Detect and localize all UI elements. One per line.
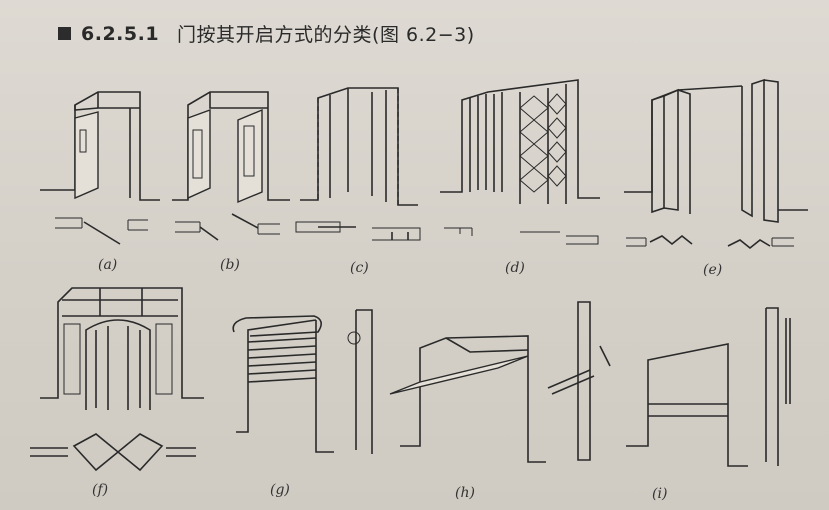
heading-bullet-icon [58,27,71,40]
caption-e: (e) [703,262,723,278]
door-b-drawing [172,91,290,241]
section-title: 门按其开启方式的分类(图 6.2−3) [177,24,475,46]
door-f-drawing [30,287,204,472]
caption-g: (g) [270,482,290,498]
door-h-drawing [389,335,546,463]
door-g-drawing [232,309,373,454]
caption-h: (h) [455,485,475,501]
section-number: 6.2.5.1 [81,22,160,45]
door-a-drawing [40,91,160,245]
caption-b: (b) [220,257,240,273]
door-c-drawing [295,87,421,241]
caption-i: (i) [652,486,668,502]
caption-d: (d) [505,260,525,276]
section-heading: 6.2.5.1 门按其开启方式的分类(图 6.2−3) [58,20,475,47]
door-e-drawing [624,78,808,250]
caption-a: (a) [98,257,118,273]
door-i-drawing [547,301,791,467]
caption-c: (c) [350,260,369,276]
door-d-drawing [440,79,600,245]
caption-f: (f) [92,482,109,498]
